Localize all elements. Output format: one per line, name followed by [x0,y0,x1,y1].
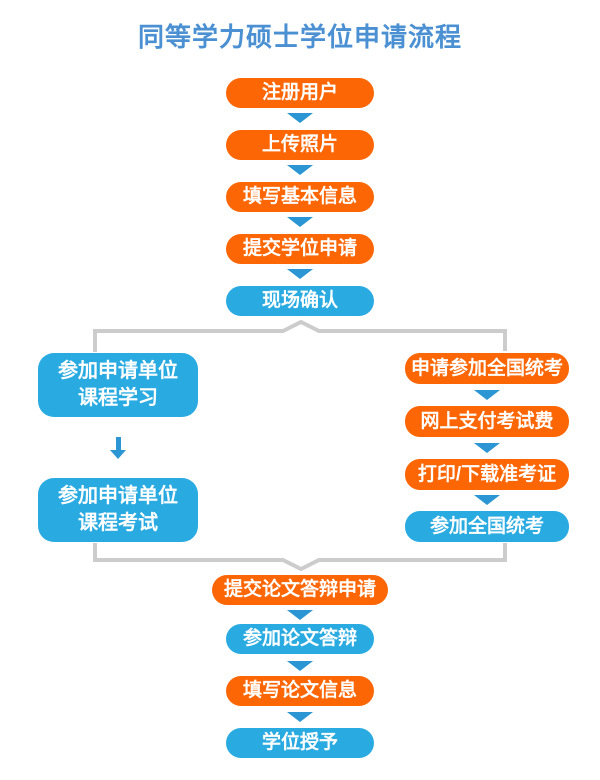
step-course-exams: 参加申请单位 课程考试 [38,478,198,542]
split-connector [93,319,507,352]
step-register-user: 注册用户 [226,78,374,108]
step-label-line2: 课程考试 [78,512,158,534]
step-label-line2: 课程学习 [78,387,158,409]
down-arrow-icon [474,495,500,505]
step-fill-thesis-info: 填写论文信息 [226,676,374,706]
step-degree-conferral: 学位授予 [226,728,374,758]
step-submit-degree-application: 提交学位申请 [226,234,374,264]
step-submit-thesis-defense-application: 提交论文答辩申请 [211,575,389,605]
step-label-line1: 参加申请单位 [58,485,178,507]
step-label-line1: 参加申请单位 [58,360,178,382]
step-attend-courses: 参加申请单位 课程学习 [38,353,198,417]
arrow-stem [115,437,121,450]
down-arrow-icon [110,437,126,459]
down-arrow-icon [287,661,313,671]
step-take-national-exam: 参加全国统考 [405,511,569,542]
down-arrow-icon [287,217,313,227]
down-arrow-icon [287,165,313,175]
step-pay-exam-fee-online: 网上支付考试费 [405,406,569,437]
step-upload-photo: 上传照片 [226,130,374,160]
step-fill-basic-info: 填写基本信息 [226,182,374,212]
down-arrow-icon [287,610,313,620]
down-arrow-icon [287,269,313,279]
step-onsite-confirmation: 现场确认 [226,286,374,316]
step-apply-national-exam: 申请参加全国统考 [405,353,569,384]
merge-connector [93,543,507,572]
page-title: 同等学力硕士学位申请流程 [137,22,462,52]
down-arrow-icon [287,113,313,123]
step-attend-thesis-defense: 参加论文答辩 [226,624,374,654]
down-arrow-icon [287,712,313,722]
step-print-admission-ticket: 打印/下载准考证 [405,459,569,490]
down-arrow-icon [474,390,500,400]
down-arrow-icon [474,443,500,453]
arrow-head [110,450,126,459]
